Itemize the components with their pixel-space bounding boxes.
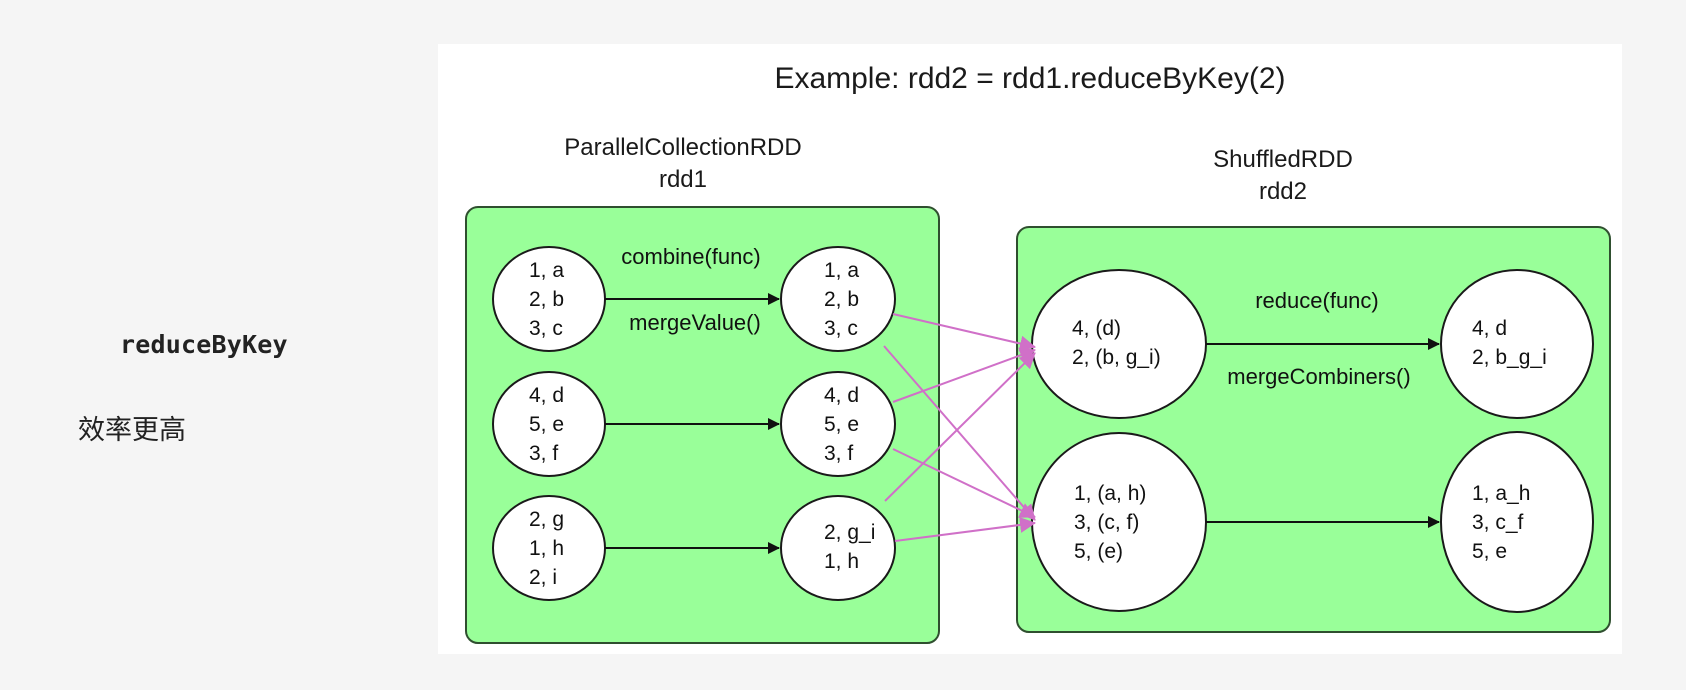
right-rdd-type-label: ShuffledRDD <box>1213 146 1353 173</box>
record: 2, (b, g_i) <box>1072 346 1161 369</box>
merge-value-label: mergeValue() <box>629 310 761 335</box>
record: 2, g <box>529 508 565 531</box>
record: 5, (e) <box>1074 540 1124 563</box>
record: 3, (c, f) <box>1074 511 1140 534</box>
shuffle-arrow-p1-to-s2 <box>883 345 1036 521</box>
page-label: reduceByKey <box>120 330 288 359</box>
record: 3, f <box>529 442 559 465</box>
input-partition-1-text: 1, a 2, b 3, c <box>529 256 564 343</box>
merge-combiners-label: mergeCombiners() <box>1227 364 1411 389</box>
shuffled-partition-1-text: 4, (d) 2, (b, g_i) <box>1072 314 1161 372</box>
record: 4, d <box>1472 317 1508 340</box>
combined-partition-3-text: 2, g_i 1, h <box>824 518 875 576</box>
record: 2, b <box>824 288 860 311</box>
record: 2, i <box>529 566 558 589</box>
record: 1, a <box>529 259 565 282</box>
diagram-title: Example: rdd2 = rdd1.reduceByKey(2) <box>774 62 1286 95</box>
combined-partition-2 <box>780 371 896 477</box>
reduced-partition-1 <box>1440 269 1594 419</box>
right-rdd-name-label: rdd2 <box>1258 178 1308 205</box>
reduced-partition-2-text: 1, a_h 3, c_f 5, e <box>1472 479 1530 566</box>
reduce-operation-label: reduce(func) <box>1255 288 1379 313</box>
shuffle-arrow-p1-to-s1 <box>892 313 1036 352</box>
record: 2, g_i <box>824 521 876 544</box>
record: 2, b_g_i <box>1472 346 1547 369</box>
input-partition-2-text: 4, d 5, e 3, f <box>529 381 564 468</box>
record: 1, h <box>529 537 565 560</box>
record: 3, c <box>824 317 858 340</box>
diagram-canvas <box>465 206 1611 644</box>
combined-partition-2-text: 4, d 5, e 3, f <box>824 381 859 468</box>
shuffled-partition-2-text: 1, (a, h) 3, (c, f) 5, (e) <box>1074 479 1146 566</box>
record: 4, d <box>824 384 860 407</box>
shuffle-arrow-p3-to-s2 <box>894 516 1036 542</box>
left-rdd-type-label: ParallelCollectionRDD <box>564 134 802 161</box>
record: 3, f <box>824 442 854 465</box>
input-partition-3-text: 2, g 1, h 2, i <box>529 505 564 592</box>
page-note: 效率更高 <box>78 415 186 446</box>
diagram-frame: Example: rdd2 = rdd1.reduceByKey(2) Para… <box>438 44 1622 654</box>
record: 1, a <box>824 259 860 282</box>
right-rdd-header: ShuffledRDD rdd2 <box>1193 144 1373 208</box>
left-rdd-header: ParallelCollectionRDD rdd1 <box>548 132 818 196</box>
record: 4, (d) <box>1072 317 1122 340</box>
record: 5, e <box>529 413 565 436</box>
record: 5, e <box>1472 540 1508 563</box>
reduced-partition-1-text: 4, d 2, b_g_i <box>1472 314 1547 372</box>
record: 3, c <box>529 317 563 340</box>
shuffle-arrow-p2-to-s1 <box>892 347 1036 403</box>
shuffle-arrow-p3-to-s1 <box>884 352 1036 502</box>
combine-operation-label: combine(func) <box>621 244 761 269</box>
left-rdd-name-label: rdd1 <box>658 166 708 193</box>
record: 4, d <box>529 384 565 407</box>
record: 3, c_f <box>1472 511 1524 534</box>
record: 1, h <box>824 550 860 573</box>
combined-partition-1-text: 1, a 2, b 3, c <box>824 256 859 343</box>
combined-partition-1 <box>780 246 896 352</box>
record: 5, e <box>824 413 860 436</box>
shuffle-arrow-p2-to-s2 <box>892 448 1036 518</box>
record: 2, b <box>529 288 565 311</box>
reduced-partition-2 <box>1440 431 1594 613</box>
combined-partition-3 <box>780 495 896 601</box>
record: 1, (a, h) <box>1074 482 1147 505</box>
record: 1, a_h <box>1472 482 1531 505</box>
